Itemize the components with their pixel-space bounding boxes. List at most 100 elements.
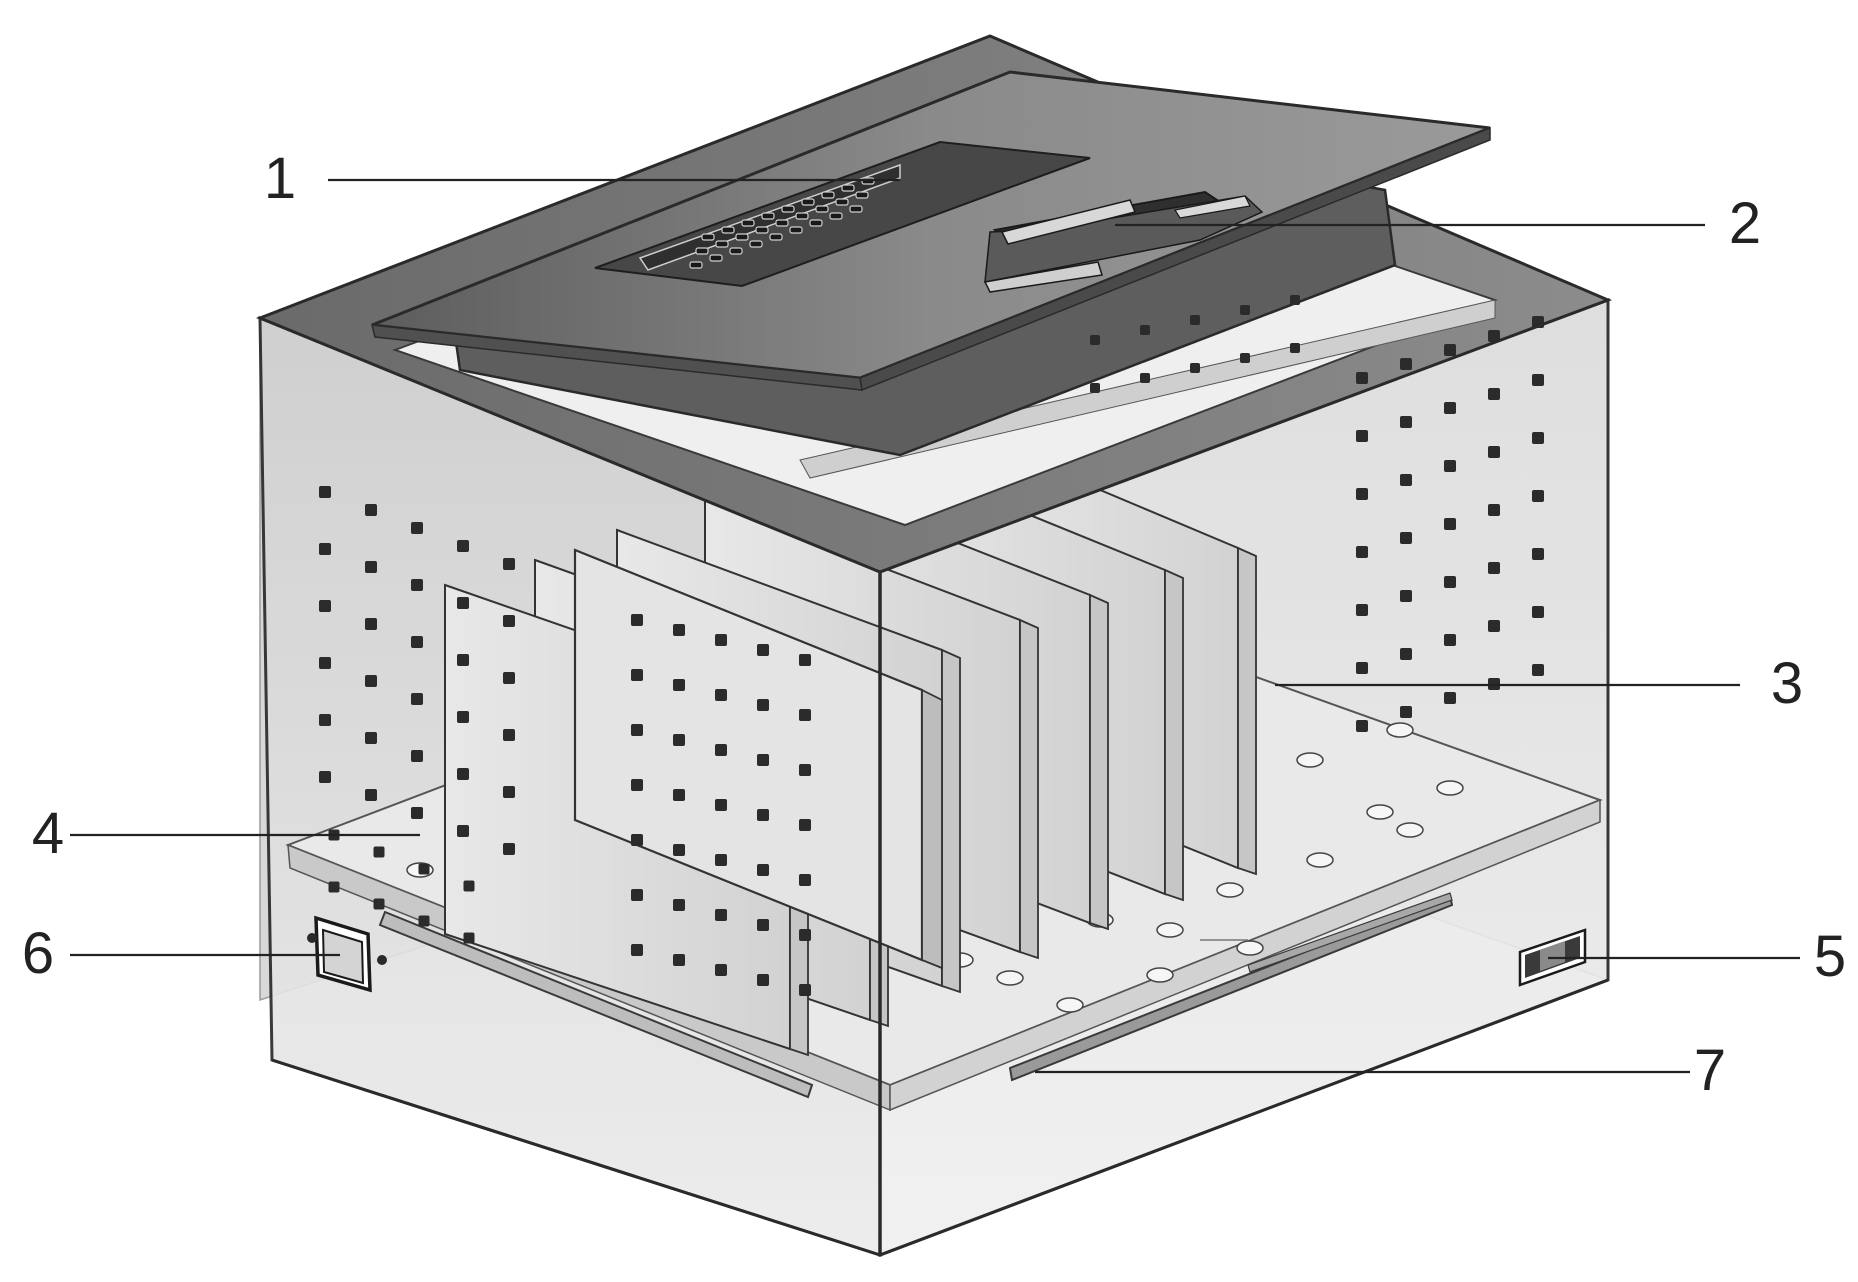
tray-hole <box>1366 804 1394 820</box>
tray-hole <box>1386 722 1414 738</box>
wall-hole <box>673 899 685 911</box>
tray-hole <box>1396 822 1424 838</box>
tray-hole <box>1156 922 1184 938</box>
callout-6: 6 <box>22 921 54 986</box>
display-keypad <box>689 177 875 269</box>
keypad-key <box>835 198 849 206</box>
sample-plates <box>444 426 1257 1057</box>
keypad-key <box>701 233 715 241</box>
wall-hole <box>1400 532 1412 544</box>
wall-hole <box>631 779 643 791</box>
wall-hole <box>757 699 769 711</box>
wall-hole <box>799 764 811 776</box>
keypad-key <box>709 254 723 262</box>
wall-hole <box>1290 295 1300 305</box>
wall-hole <box>1444 692 1456 704</box>
wall-hole <box>1488 620 1500 632</box>
wall-hole <box>463 932 475 944</box>
keypad-key <box>829 212 843 220</box>
wall-hole <box>1356 662 1368 674</box>
callouts: 1 2 3 4 5 6 7 <box>22 146 1846 1103</box>
keypad-key <box>821 191 835 199</box>
wall-hole <box>1488 562 1500 574</box>
callout-2: 2 <box>1729 191 1761 256</box>
wall-hole <box>1090 335 1100 345</box>
wall-hole <box>1190 363 1200 373</box>
keypad-key <box>789 226 803 234</box>
wall-hole <box>631 944 643 956</box>
wall-hole <box>715 854 727 866</box>
wall-hole <box>799 709 811 721</box>
wall-hole <box>503 558 515 570</box>
wall-hole <box>1488 504 1500 516</box>
wall-hole <box>1444 344 1456 356</box>
callout-7: 7 <box>1694 1038 1726 1103</box>
wall-hole <box>1356 430 1368 442</box>
wall-hole <box>757 919 769 931</box>
keypad-key <box>755 226 769 234</box>
callout-5: 5 <box>1814 924 1846 989</box>
wall-hole <box>1190 315 1200 325</box>
wall-hole <box>1400 706 1412 718</box>
keypad-key <box>721 226 735 234</box>
wall-hole <box>1444 402 1456 414</box>
wall-hole <box>1488 446 1500 458</box>
wall-hole <box>1356 488 1368 500</box>
wall-hole <box>411 693 423 705</box>
wall-hole <box>1532 548 1544 560</box>
wall-hole <box>631 889 643 901</box>
keypad-key <box>809 219 823 227</box>
keypad-key <box>815 205 829 213</box>
wall-hole <box>757 974 769 986</box>
left-wall-holes <box>319 486 811 996</box>
wall-hole <box>411 579 423 591</box>
wall-hole <box>673 624 685 636</box>
keypad-key <box>841 184 855 192</box>
wall-hole <box>757 644 769 656</box>
wall-hole <box>1400 590 1412 602</box>
wall-hole <box>631 614 643 626</box>
wall-hole <box>418 915 430 927</box>
wall-hole <box>799 984 811 996</box>
wall-hole <box>1356 372 1368 384</box>
wall-hole <box>373 846 385 858</box>
wall-hole <box>715 909 727 921</box>
wall-hole <box>503 843 515 855</box>
keypad-key <box>689 261 703 269</box>
wall-hole <box>503 729 515 741</box>
wall-hole <box>1532 664 1544 676</box>
wall-hole <box>715 799 727 811</box>
wall-hole <box>673 789 685 801</box>
keypad-key <box>849 205 863 213</box>
wall-hole <box>411 522 423 534</box>
wall-hole <box>1356 720 1368 732</box>
wall-hole <box>365 789 377 801</box>
fan-grille <box>1000 199 1137 245</box>
wall-hole <box>1400 474 1412 486</box>
wall-hole <box>418 863 430 875</box>
callout-4: 4 <box>32 801 64 866</box>
wall-hole <box>463 880 475 892</box>
wall-hole <box>365 732 377 744</box>
wall-hole <box>799 654 811 666</box>
sample-plate-front <box>573 548 943 970</box>
wall-hole <box>673 954 685 966</box>
tray-hole <box>1296 752 1324 768</box>
wall-hole <box>1532 432 1544 444</box>
wall-hole <box>715 744 727 756</box>
wall-hole <box>757 864 769 876</box>
wall-hole <box>457 540 469 552</box>
wall-hole <box>373 898 385 910</box>
wall-hole <box>1444 518 1456 530</box>
wall-hole <box>1532 374 1544 386</box>
wall-hole <box>1240 305 1250 315</box>
wall-hole <box>1532 490 1544 502</box>
drawer-rail-left <box>378 910 814 1099</box>
tray-hole <box>1216 882 1244 898</box>
wall-hole <box>1488 388 1500 400</box>
wall-hole <box>503 615 515 627</box>
wall-hole <box>1290 343 1300 353</box>
wall-hole <box>365 561 377 573</box>
wall-hole <box>631 834 643 846</box>
wall-hole <box>631 669 643 681</box>
